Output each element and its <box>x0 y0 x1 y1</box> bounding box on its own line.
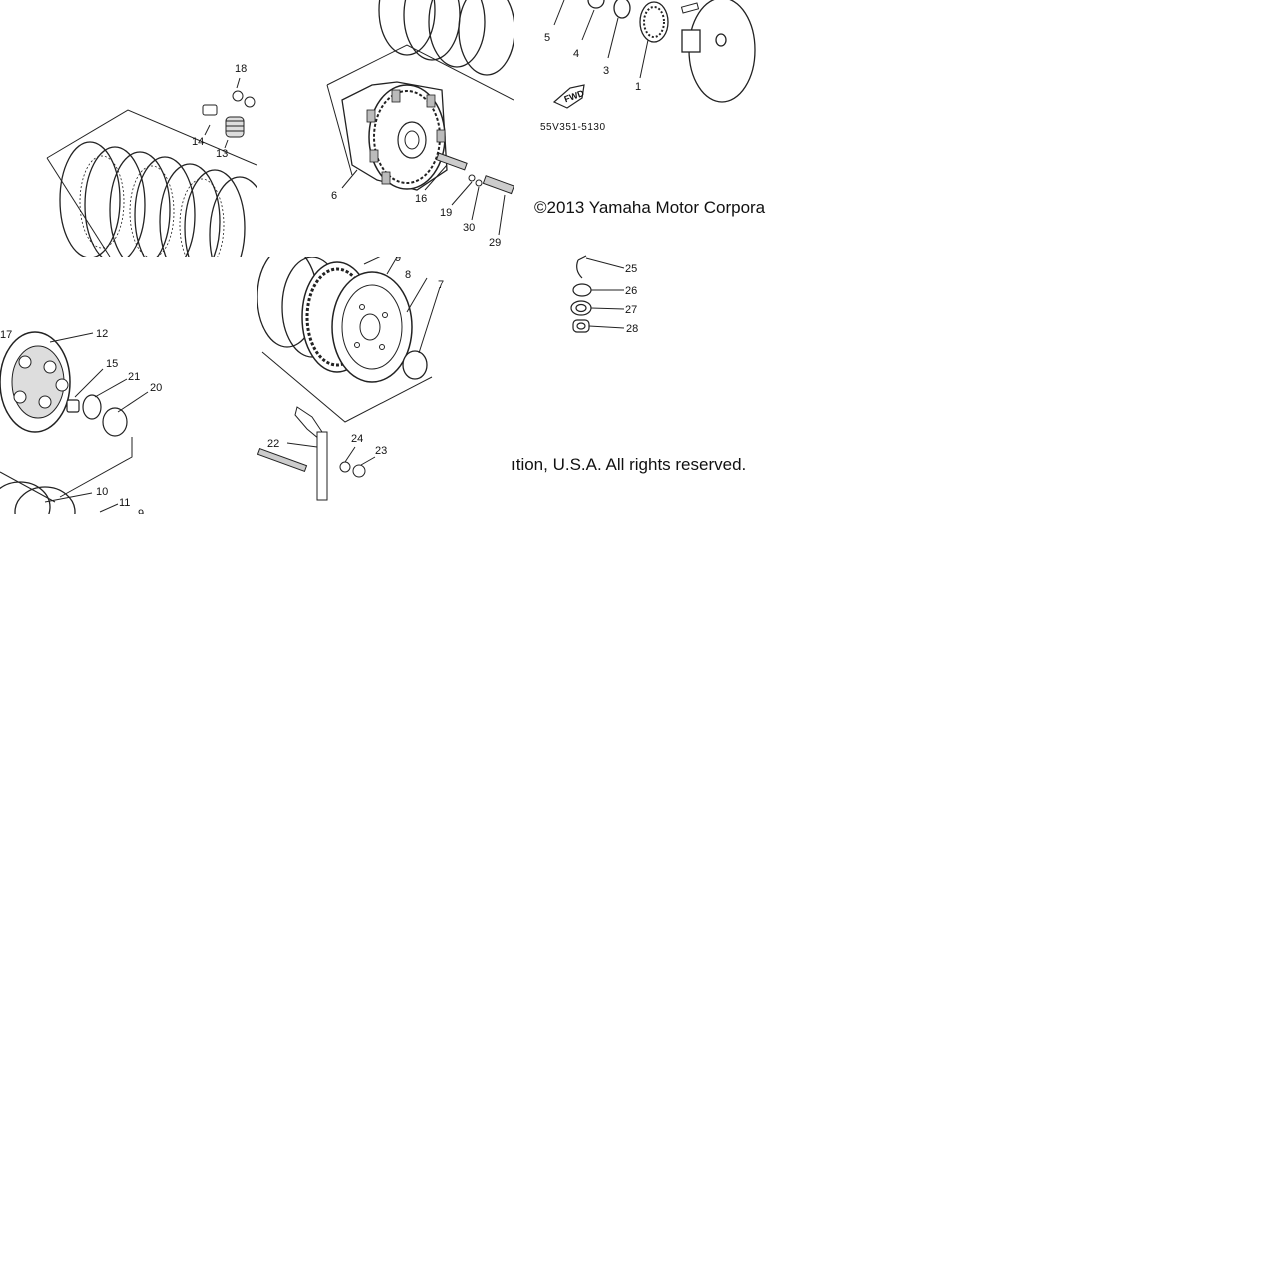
diagram-tile-pressure-plate: 17 12 15 21 20 10 11 9 <box>0 257 257 514</box>
callout-8: 8 <box>405 269 411 281</box>
callout-1: 1 <box>635 81 641 93</box>
clutch-boss-drawing: 8 7 9 22 24 23 <box>257 257 444 501</box>
callout-4: 4 <box>573 48 579 60</box>
callout-10: 10 <box>96 486 108 498</box>
plates-left-drawing: 18 14 13 <box>46 63 257 257</box>
diagram-tile-primary-gear: 5 4 3 1 FWD 55V351-5130 <box>514 0 771 257</box>
diagram-tile-housing: 6 16 19 30 29 <box>257 0 514 257</box>
callout-29: 29 <box>489 237 501 249</box>
callout-11: 11 <box>119 497 130 509</box>
copyright-line-1: ©2013 Yamaha Motor Corpora <box>534 198 766 217</box>
callout-9: 9 <box>395 257 401 264</box>
copyright-line-2: ıtion, U.S.A. All rights reserved. <box>511 455 747 474</box>
clutch-housing <box>341 81 448 191</box>
callout-25: 25 <box>625 263 637 275</box>
callout-24: 24 <box>351 433 363 445</box>
callout-13: 13 <box>216 148 228 160</box>
diagram-tile-plates-left: 18 14 13 <box>0 0 257 257</box>
callout-7: 7 <box>438 279 444 291</box>
small-parts-drawing: 2 25 26 27 28 <box>570 255 638 335</box>
callout-17: 17 <box>0 329 12 341</box>
callout-27: 27 <box>625 304 637 316</box>
callout-16: 16 <box>415 193 427 205</box>
part-code: 55V351-5130 <box>540 122 606 133</box>
callout-14: 14 <box>192 136 204 148</box>
fwd-arrow-icon: FWD <box>552 84 586 109</box>
callout-6: 6 <box>331 190 337 202</box>
callout-12: 12 <box>96 328 108 340</box>
callout-20: 20 <box>150 382 162 394</box>
callout-15: 15 <box>106 358 118 370</box>
primary-gear-drawing: 5 4 3 1 FWD 55V351-5130 <box>540 0 756 133</box>
pressure-plate <box>0 331 71 433</box>
pressure-plate-drawing: 17 12 15 21 20 10 11 9 <box>0 328 162 514</box>
callout-3: 3 <box>603 65 609 77</box>
callout-21: 21 <box>128 371 140 383</box>
callout-5: 5 <box>544 32 550 44</box>
callout-19: 19 <box>440 207 452 219</box>
push-rod <box>435 152 514 195</box>
push-lever <box>257 406 366 501</box>
callout-22: 22 <box>267 438 279 450</box>
callout-28: 28 <box>626 323 638 335</box>
diagram-tile-small-parts: 2 25 26 27 28 <box>514 240 771 340</box>
callout-18: 18 <box>235 63 247 75</box>
clutch-boss <box>331 271 413 383</box>
callout-30: 30 <box>463 222 475 234</box>
housing-drawing: 6 16 19 30 29 <box>326 0 514 249</box>
diagram-tile-clutch-boss: 8 7 9 22 24 23 <box>257 257 514 514</box>
callout-23: 23 <box>375 445 387 457</box>
callout-9b: 9 <box>138 508 144 514</box>
callout-26: 26 <box>625 285 637 297</box>
